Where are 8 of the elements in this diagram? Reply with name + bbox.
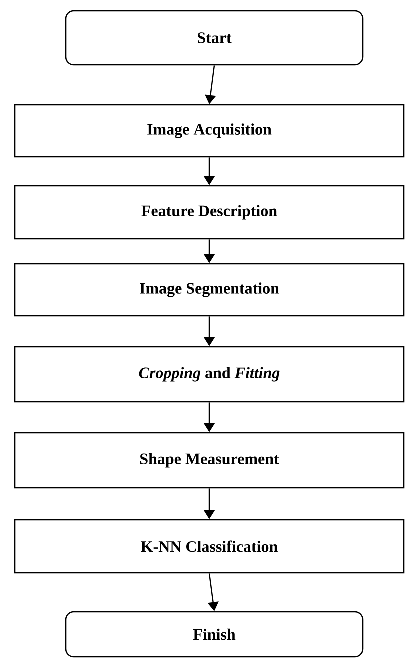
terminal-box: Start (65, 10, 364, 66)
process-box: Image Segmentation (14, 263, 405, 317)
terminal-box: Finish (65, 611, 364, 658)
process-box: Cropping and Fitting (14, 346, 405, 403)
process-box: Shape Measurement (14, 432, 405, 489)
process-box: Feature Description (14, 185, 405, 240)
process-box: Image Acquisition (14, 104, 405, 158)
process-box: K-NN Classification (14, 519, 405, 574)
